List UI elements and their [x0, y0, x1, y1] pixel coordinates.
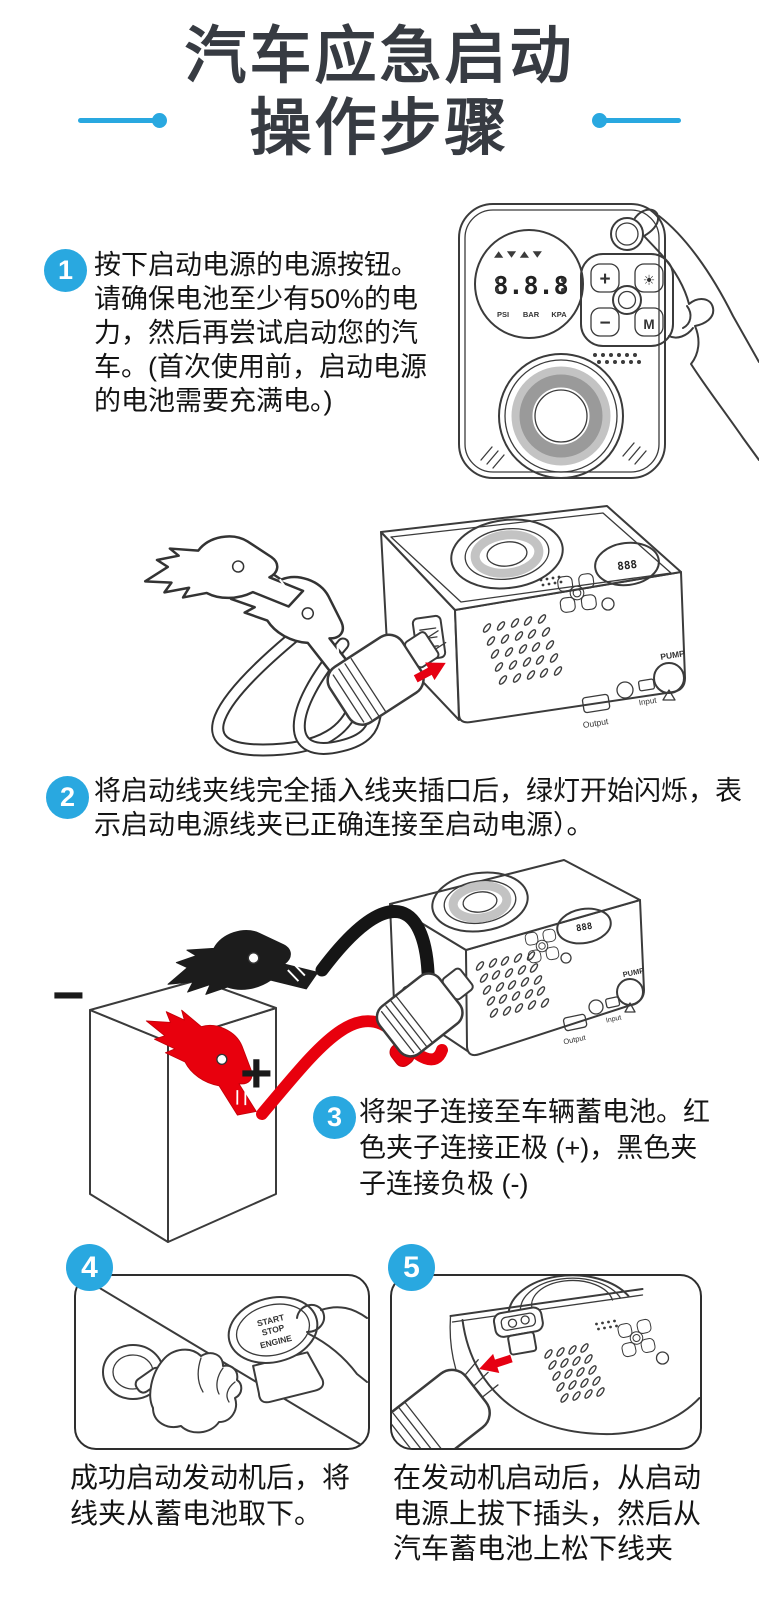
led-dots-small: [539, 575, 563, 587]
control-dpad: + ☀ − M: [580, 253, 674, 347]
battery-positive-sign: +: [240, 1041, 273, 1104]
step-4-frame: START STOP ENGINE: [74, 1274, 370, 1450]
minus-button-label: −: [599, 313, 610, 334]
step-3-badge: 3: [313, 1096, 356, 1139]
battery-connection-illustration: 888 Output Input PUMP: [89, 859, 645, 1243]
clamp-plug-2: [375, 967, 474, 1067]
pressing-hand: [634, 208, 759, 461]
insert-arrow-icon: [413, 662, 446, 683]
ignition-key: [102, 1344, 243, 1434]
step-1-number: 1: [57, 255, 74, 285]
title-decor-line-right: [603, 118, 681, 123]
output-port-label-2: Output: [563, 1033, 588, 1047]
step-4-number: 4: [81, 1250, 98, 1284]
plus-button-label: +: [599, 269, 610, 290]
display-value: 8.8.8: [493, 271, 568, 300]
unit-psi: PSI: [497, 310, 509, 319]
page-title-line1: 汽车应急启动: [184, 22, 575, 91]
pressing-finger: [296, 1303, 368, 1383]
turning-hand: [149, 1348, 243, 1434]
clamp-cables: [211, 627, 382, 757]
side-ports: Output Input PUMP: [581, 648, 686, 730]
input-port-label: Input: [638, 696, 658, 708]
step-4-text: 成功启动发动机后，将线夹从蓄电池取下。: [70, 1462, 351, 1529]
speaker-vents: [480, 442, 647, 469]
unit-kpa: KPA: [551, 310, 567, 319]
step-4-badge: 4: [66, 1244, 113, 1291]
step-5-badge: 5: [388, 1244, 435, 1291]
clamp-socket-cap: [492, 1306, 544, 1356]
clamp-plug: [326, 630, 447, 726]
output-port-label: Output: [582, 716, 609, 730]
removed-plug: [392, 1359, 499, 1448]
mini-display: 888: [594, 541, 660, 587]
step-1-badge: 1: [44, 249, 87, 292]
pump-port-label-2: PUMP: [622, 966, 645, 979]
device-corner: [449, 1276, 700, 1436]
mini-display-value: 888: [617, 558, 638, 573]
title-decor-dot-right: [592, 113, 607, 128]
step-2-number: 2: [59, 782, 76, 812]
engine-start-illustration: START STOP ENGINE: [82, 1277, 368, 1447]
step-3-number: 3: [326, 1102, 343, 1132]
step-2-badge: 2: [46, 776, 89, 819]
title-decor-line-left: [78, 118, 156, 123]
step-1-text: 按下启动电源的电源按钮。请确保电池至少有50%的电力，然后再尝试启动您的汽车。(…: [94, 250, 427, 416]
title-decor-dot-left: [152, 113, 167, 128]
power-button-icon: [610, 217, 644, 251]
plug-removal-illustration: [392, 1276, 700, 1448]
step-5-text: 在发动机启动后，从启动电源上拔下插头，然后从汽车蓄电池上松下线夹: [393, 1462, 702, 1564]
remove-arrow-icon: [479, 1353, 513, 1373]
battery-negative-sign: −: [52, 963, 85, 1026]
page-title-line2: 操作步骤: [249, 94, 510, 163]
engine-start-button: START STOP ENGINE: [227, 1296, 325, 1404]
mode-button-label: M: [643, 317, 654, 332]
pump-turbine: [498, 353, 624, 479]
led-indicator-dots: [593, 353, 641, 364]
step-5-frame: [390, 1274, 702, 1450]
unit-bar: BAR: [523, 310, 540, 319]
step-2-text: 将启动线夹线完全插入线夹插口后，绿灯开始闪烁，表示启动电源线夹已正确连接至启动电…: [94, 776, 742, 840]
step-5-number: 5: [403, 1250, 420, 1284]
pressure-display: 8.8.8 PSI BAR KPA: [474, 229, 584, 339]
plug-insertion-illustration: 888 Output: [140, 505, 686, 757]
jump-starter-front-illustration: 8.8.8 PSI BAR KPA + ☀ − M: [458, 203, 759, 479]
light-button-icon: ☀: [643, 272, 656, 288]
step-3-text: 将架子连接至车辆蓄电池。红色夹子连接正极 (+)，黑色夹子连接负极 (-): [359, 1097, 710, 1199]
vent-grid-3: [543, 1342, 606, 1404]
jump-starter-perspective: 888 Output: [380, 505, 686, 730]
pump-turbine-top: [450, 518, 564, 590]
input-port-label-2: Input: [605, 1014, 622, 1024]
pump-port-label: PUMP: [660, 648, 686, 662]
mini-display-value-2: 888: [575, 922, 593, 935]
